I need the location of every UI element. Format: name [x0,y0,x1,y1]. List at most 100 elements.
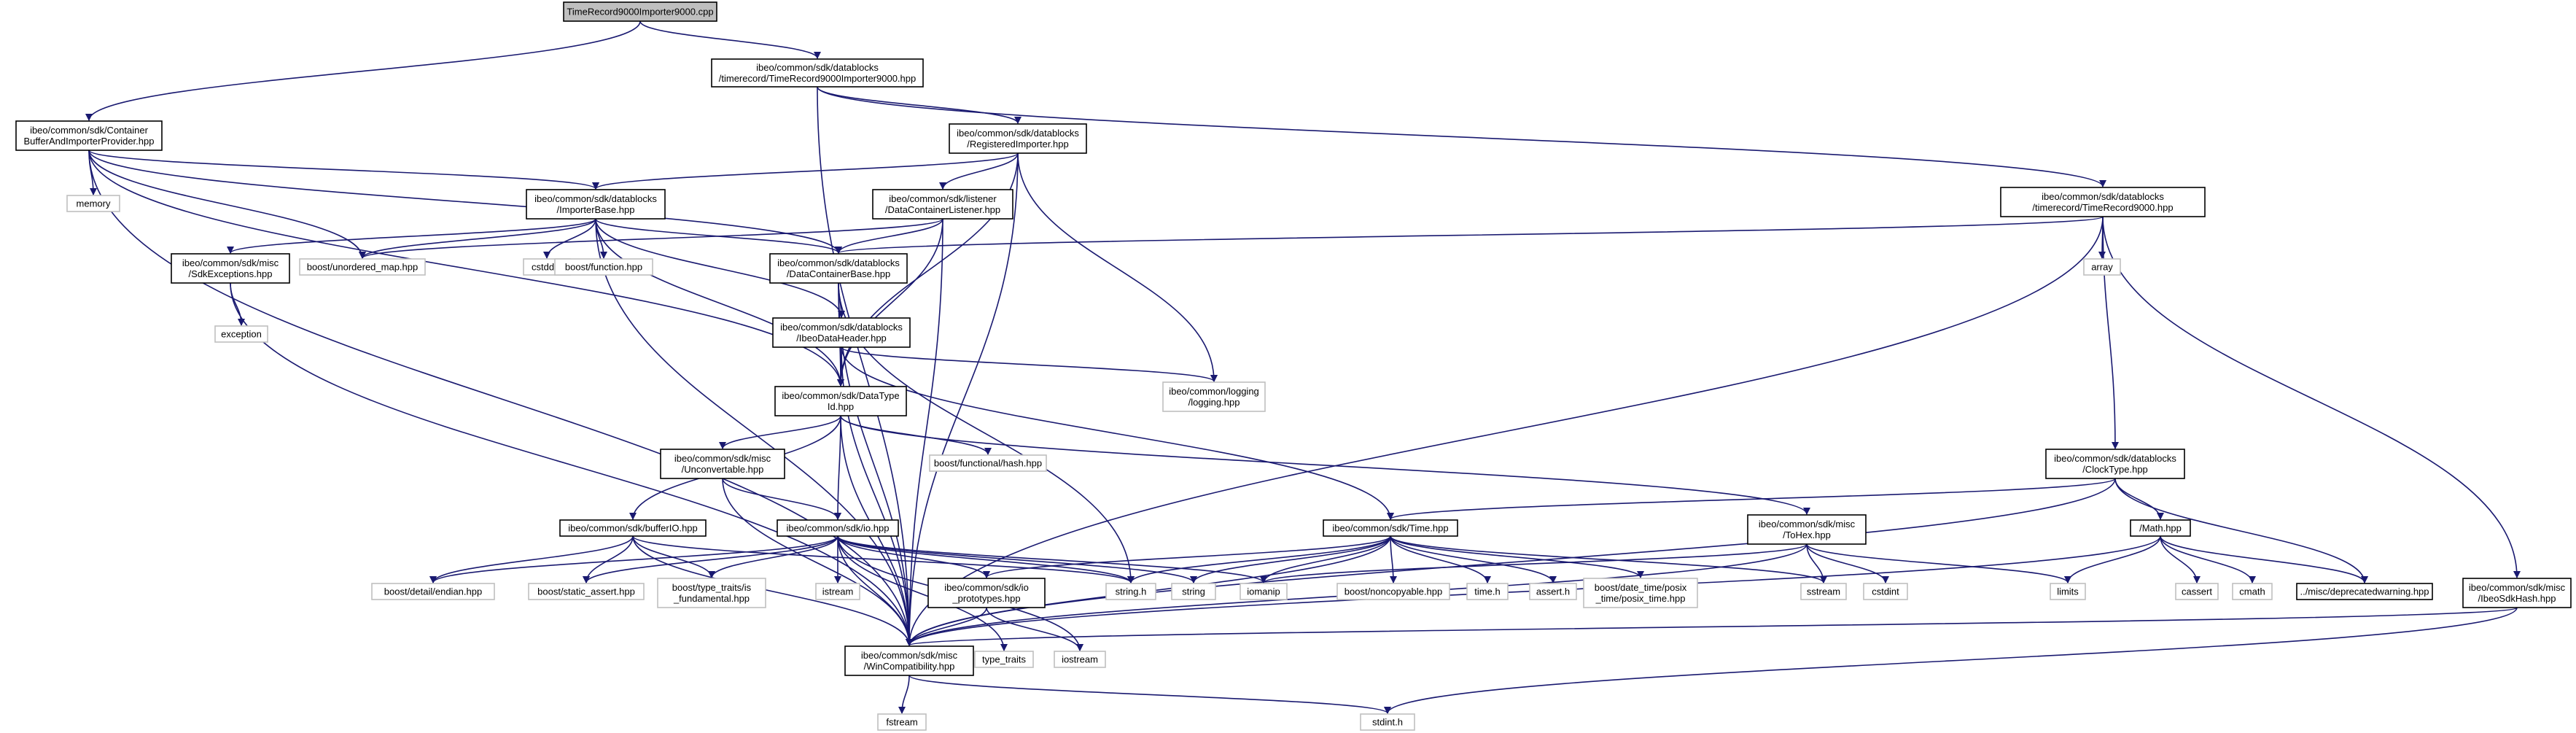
node-root[interactable]: TimeRecord9000Importer9000.cpp [563,1,717,22]
node-box [927,578,1046,608]
edge-io-to-string [837,535,1197,583]
edge-bufferio-to-endian [429,535,634,583]
node-label: istream [822,586,854,597]
node-label: /ImporterBase.hpp [557,204,635,215]
node-label: ibeo/common/sdk/misc [674,453,771,464]
edge-wincompat-to-stdinth [908,675,1391,714]
node-sdkhash[interactable]: ibeo/common/sdk/misc/IbeoSdkHash.hpp [2462,578,2572,608]
node-box [559,519,707,537]
node-fundamental: boost/type_traits/is_fundamental.hpp [657,578,766,608]
node-cstdint: cstdint [1863,583,1908,600]
dependency-edges [85,20,2521,714]
node-label: ibeo/common/sdk/datablocks [2042,191,2164,202]
edge-datatype-to-unconv [719,415,841,449]
edge-listener-to-wincompat [906,218,943,646]
node-deprecated[interactable]: ../misc/deprecatedwarning.hpp [2296,583,2433,600]
node-math[interactable]: /Math.hpp [2130,519,2191,537]
node-registered[interactable]: ibeo/common/sdk/datablocks/RegisteredImp… [949,123,1087,154]
node-wincompat[interactable]: ibeo/common/sdk/misc/WinCompatibility.hp… [844,645,974,676]
edge-time-to-iomanip [1260,535,1391,583]
node-label: ibeo/common/sdk/io [944,582,1029,593]
node-label: /DataContainerListener.hpp [885,204,1000,215]
node-label: assert.h [1536,586,1570,597]
node-timeh: time.h [1466,583,1509,600]
node-label: cmath [2239,586,2265,597]
node-dcbase[interactable]: ibeo/common/sdk/datablocks/DataContainer… [769,253,908,284]
node-sdkexc[interactable]: ibeo/common/sdk/misc/SdkExceptions.hpp [171,253,290,284]
edge-math-to-limits [2064,535,2161,583]
node-box [2232,583,2273,600]
node-container[interactable]: ibeo/common/sdk/ContainerBufferAndImport… [15,120,163,151]
edge-container-to-wincompat [88,150,913,646]
node-label: iomanip [1247,586,1280,597]
node-label: ibeo/common/logging [1169,386,1259,397]
node-label: boost/unordered_map.hpp [307,262,419,273]
node-iomanip: iomanip [1240,583,1288,600]
edge-io-to-endian [429,535,838,583]
edge-tr9000-to-wincompat [906,216,2104,646]
node-ioproto[interactable]: ibeo/common/sdk/io_prototypes.hpp [927,578,1046,608]
node-time[interactable]: ibeo/common/sdk/Time.hpp [1323,519,1458,537]
node-box [1162,381,1266,412]
node-box [563,1,717,22]
node-label: /WinCompatibility.hpp [864,661,955,672]
node-box [1863,583,1908,600]
edge-clocktype-to-time [1387,478,2116,520]
node-logging: ibeo/common/logging/logging.hpp [1162,381,1266,412]
node-box [1323,519,1458,537]
node-box [299,258,426,276]
node-box [774,386,907,416]
node-label: /Unconvertable.hpp [682,464,764,475]
node-label: ibeo/common/sdk/misc [182,257,279,268]
edge-registered-to-logging [1017,152,1218,382]
node-box [1529,583,1577,600]
node-ibeoheader[interactable]: ibeo/common/sdk/datablocks/IbeoDataHeade… [772,317,911,348]
edge-tohex-to-cstdint [1806,543,1889,583]
node-tohex[interactable]: ibeo/common/sdk/misc/ToHex.hpp [1747,514,1867,545]
node-label: boost/function.hpp [565,262,642,273]
edge-tr9000-to-sdkhash [2102,216,2521,578]
node-label: string.h [1116,586,1147,597]
node-fstream: fstream [877,713,927,731]
node-tr9000imp[interactable]: ibeo/common/sdk/datablocks/timerecord/Ti… [711,58,924,88]
node-label: _prototypes.hpp [952,593,1020,604]
edge-time-to-string [1190,535,1391,583]
node-label: /SdkExceptions.hpp [189,268,273,279]
node-istream: istream [815,583,860,600]
node-label: ibeo/common/sdk/DataType [782,390,899,401]
node-stdinth: stdint.h [1360,713,1415,731]
edge-time-to-asserth [1390,535,1557,583]
node-box [2296,583,2433,600]
node-string: string [1171,583,1216,600]
file-nodes: TimeRecord9000Importer9000.cpp ibeo/commo… [15,1,2572,731]
node-importerbase[interactable]: ibeo/common/sdk/datablocks/ImporterBase.… [526,189,666,220]
node-label: ibeo/common/sdk/listener [889,193,997,204]
node-io[interactable]: ibeo/common/sdk/io.hpp [777,519,899,537]
node-cassert: cassert [2175,583,2219,600]
edge-clocktype-to-deprecated [2114,478,2368,583]
node-label: ibeo/common/sdk/datablocks [780,322,903,333]
node-label: cstdint [1872,586,1899,597]
node-bufferio[interactable]: ibeo/common/sdk/bufferIO.hpp [559,519,707,537]
node-unconv[interactable]: ibeo/common/sdk/misc/Unconvertable.hpp [660,449,785,479]
node-box [872,189,1013,220]
node-label: /IbeoSdkHash.hpp [2478,593,2556,604]
edge-importerbase-to-sdkexc [227,218,596,254]
node-box [777,519,899,537]
node-label: /ClockType.hpp [2082,464,2148,475]
node-label: boost/noncopyable.hpp [1345,586,1442,597]
edge-datatype-to-funchash [840,415,992,455]
node-label: ibeo/common/sdk/datablocks [534,193,657,204]
edge-root-to-tr9000imp [639,20,821,59]
edge-wincompat-to-fstream [898,675,910,714]
node-staticassert: boost/static_assert.hpp [528,583,645,600]
node-box [769,253,908,284]
node-clocktype[interactable]: ibeo/common/sdk/datablocks/ClockType.hpp [2045,449,2185,479]
node-listener[interactable]: ibeo/common/sdk/listener/DataContainerLi… [872,189,1013,220]
node-label: ibeo/common/sdk/datablocks [2054,453,2176,464]
edge-io-to-typetraits [837,535,1008,651]
node-box [1800,583,1847,600]
node-tr9000[interactable]: ibeo/common/sdk/datablocks/timerecord/Ti… [2000,187,2206,217]
edge-ioproto-to-wincompat [906,607,987,646]
